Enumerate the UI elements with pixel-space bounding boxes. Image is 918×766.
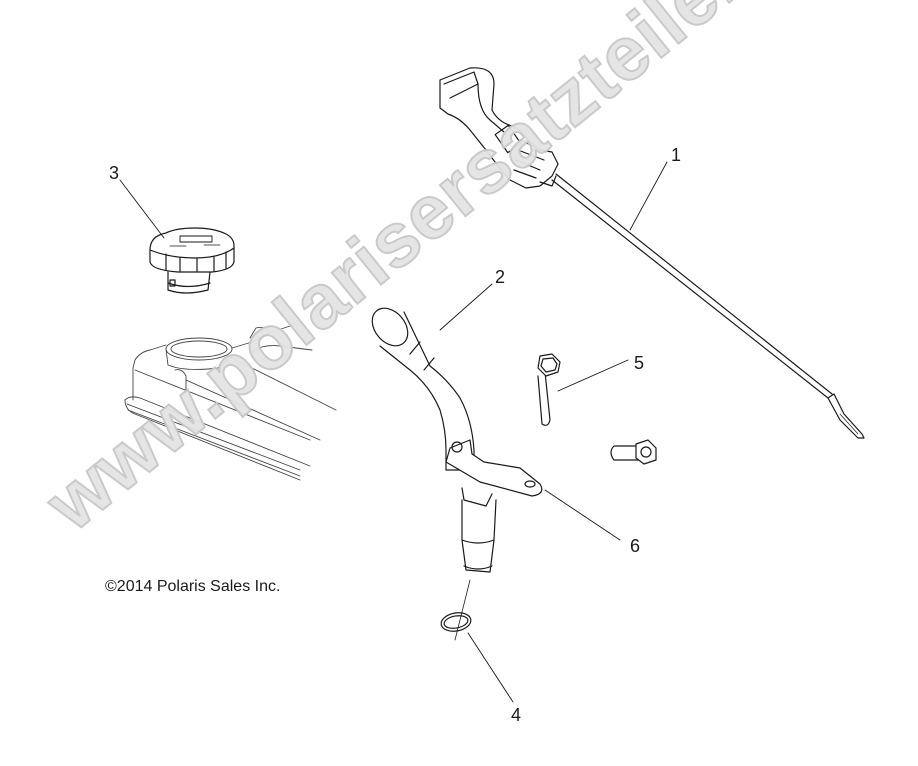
o-ring-drawing [440, 579, 472, 641]
oil-fill-tube-drawing [371, 307, 543, 573]
flange-bolt-2-drawing [610, 439, 657, 465]
callout-3: 3 [109, 163, 120, 183]
leader-line-4 [467, 632, 514, 703]
callout-1: 1 [671, 145, 682, 165]
callout-2: 2 [495, 267, 506, 287]
leader-line-5 [557, 359, 629, 392]
oil-fill-cap-drawing [149, 227, 235, 294]
callout-4: 4 [511, 705, 522, 725]
copyright-text: ©2014 Polaris Sales Inc. [105, 578, 281, 595]
flange-bolt-drawing [537, 353, 561, 426]
callout-6: 6 [630, 536, 641, 556]
leader-line-6 [544, 489, 621, 541]
leader-line-1 [629, 161, 668, 231]
leader-line-2 [439, 283, 493, 331]
leader-line-3 [119, 179, 165, 239]
valve-cover-drawing [124, 323, 337, 481]
dipstick-drawing [439, 67, 865, 439]
callout-5: 5 [634, 353, 645, 373]
